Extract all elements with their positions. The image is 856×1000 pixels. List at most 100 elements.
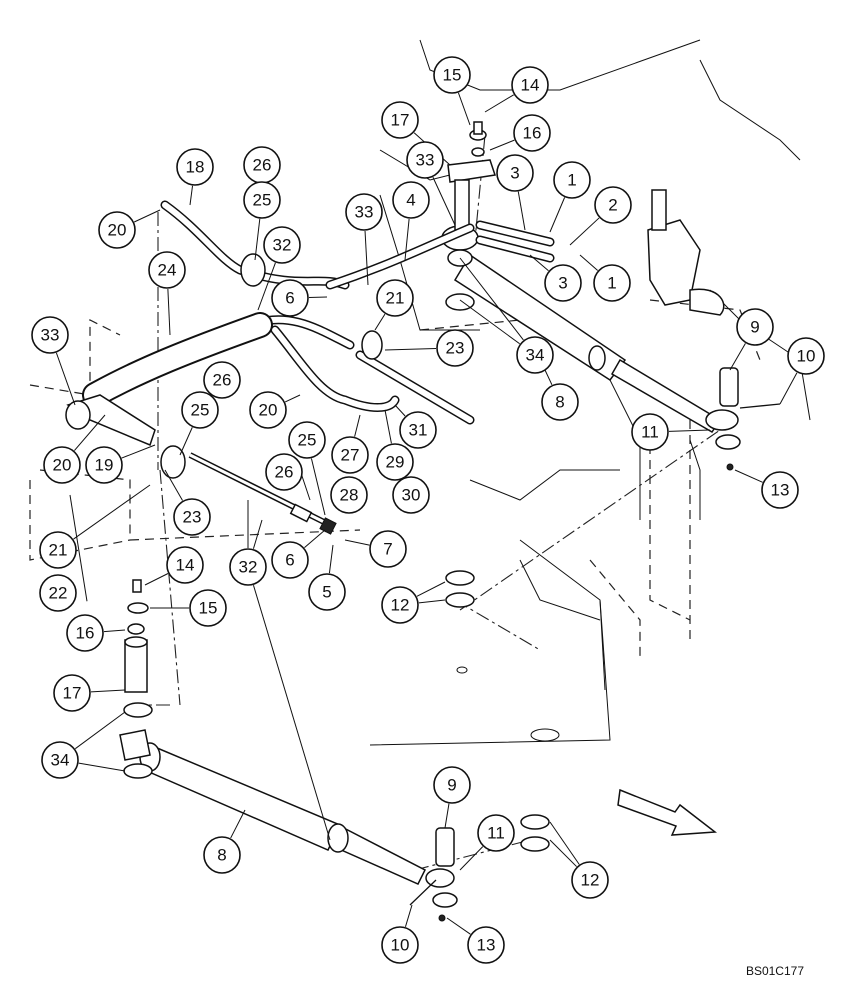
callout-23: 23 [173,498,211,536]
callout-circle [392,181,430,219]
callout-25: 25 [288,421,326,459]
callout-15: 15 [189,589,227,627]
callout-circle [541,383,579,421]
callout-number: 34 [526,346,545,365]
leader-line [404,218,410,261]
leader-line [544,369,553,386]
callout-number: 11 [641,423,659,442]
callout-32: 32 [263,226,301,264]
callout-circle [31,316,69,354]
callout-number: 32 [239,558,258,577]
callout-number: 19 [95,456,114,475]
callout-circle [571,861,609,899]
drawing-code: BS01C177 [745,964,804,978]
callout-17: 17 [53,674,91,712]
callout-circle [376,279,414,317]
callout-11: 11 [631,413,669,451]
callout-circle [787,337,825,375]
callout-29: 29 [376,443,414,481]
callout-circle [345,193,383,231]
callout-number: 16 [523,124,542,143]
callout-26: 26 [203,361,241,399]
callout-14: 14 [511,66,549,104]
callout-circle [544,264,582,302]
leader-line [189,185,194,206]
leader-line [459,846,484,871]
callout-circle [265,453,303,491]
leader-line [432,177,456,226]
callout-number: 20 [53,456,72,475]
callout-circle [85,446,123,484]
callout-15: 15 [433,56,471,94]
callout-number: 24 [158,261,177,280]
callout-circle [467,926,505,964]
callout-number: 14 [521,76,540,95]
callout-circle [433,766,471,804]
callout-circle [406,141,444,179]
callout-25: 25 [243,181,281,219]
callout-number: 28 [340,486,359,505]
callout-circle [376,443,414,481]
callout-circle [330,476,368,514]
callout-number: 30 [402,486,421,505]
callout-circle [369,530,407,568]
callout-number: 26 [213,371,232,390]
leader-line [384,409,392,444]
callout-5: 5 [308,573,346,611]
callout-circle [176,148,214,186]
leader-line [459,299,520,345]
lower-steering-cylinder [119,570,550,922]
callout-14: 14 [166,546,204,584]
callout-10: 10 [381,926,419,964]
leader-line [549,839,577,867]
callout-number: 17 [63,684,82,703]
leader-line [354,414,361,437]
callout-circle [288,421,326,459]
callout-number: 6 [285,289,294,308]
callout-27: 27 [331,436,369,474]
leader-line [549,821,580,865]
callout-8: 8 [541,383,579,421]
callout-23: 23 [436,329,474,367]
callout-circle [308,573,346,611]
direction-arrow [617,788,718,836]
leader-lines [55,92,798,935]
callout-11: 11 [477,814,515,852]
callout-circle [331,436,369,474]
leader-line [69,494,88,602]
callout-circle [433,56,471,94]
callout-1: 1 [593,264,631,302]
callout-number: 16 [76,624,95,643]
callout-circle [189,589,227,627]
callout-number: 21 [386,289,405,308]
callout-circle [477,814,515,852]
callout-number: 7 [383,540,392,559]
callout-number: 33 [355,203,374,222]
callout-34: 34 [516,336,554,374]
leader-line [74,711,126,750]
leader-line [779,372,798,405]
callout-3: 3 [544,264,582,302]
leader-line [73,484,151,540]
leader-line [252,585,331,841]
callout-circle [53,674,91,712]
callout-number: 33 [416,151,435,170]
callout-33: 33 [31,316,69,354]
callout-circle [271,541,309,579]
leader-line [579,254,599,271]
callout-21: 21 [376,279,414,317]
leader-line [254,218,261,261]
callout-circle [181,391,219,429]
leader-line [167,288,171,336]
callout-circle [381,586,419,624]
callout-circle [203,836,241,874]
callout-circle [148,251,186,289]
callout-number: 13 [771,481,790,500]
leader-line [529,254,549,272]
callout-number: 26 [275,463,294,482]
callout-24: 24 [148,251,186,289]
callout-8: 8 [203,836,241,874]
callout-circle [511,66,549,104]
callout-2: 2 [594,186,632,224]
